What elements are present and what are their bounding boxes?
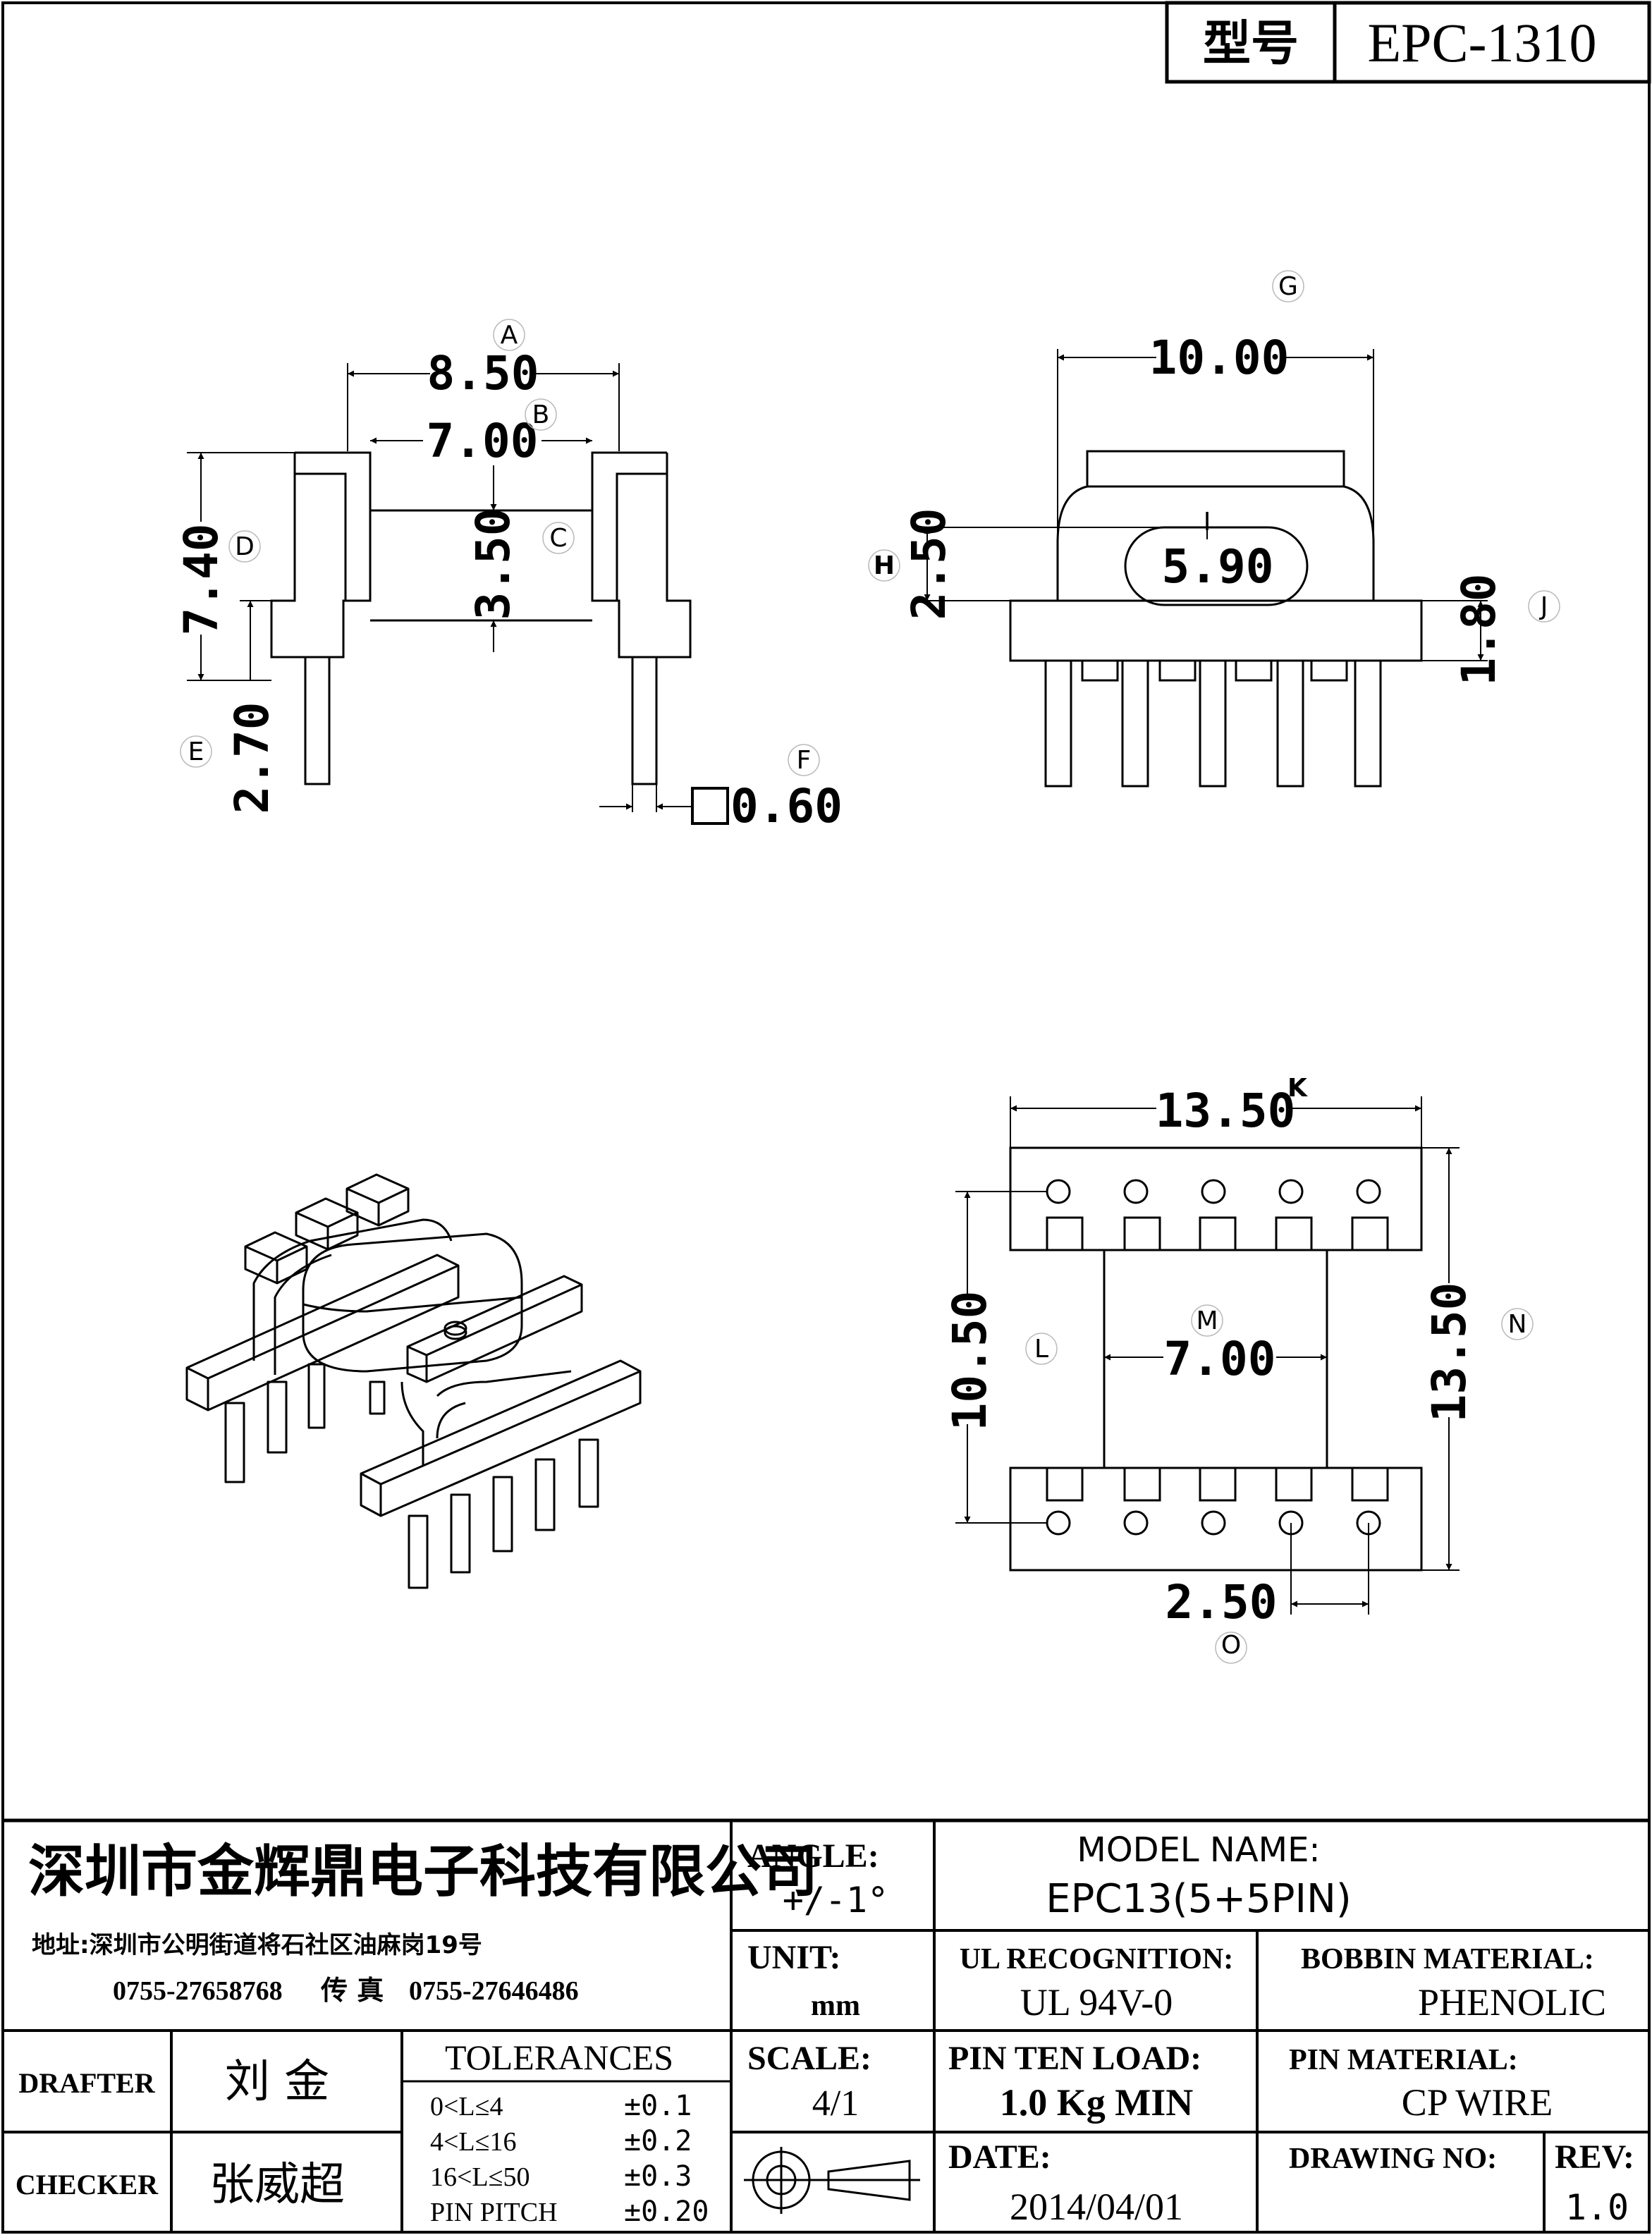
dim-c-tag: C	[549, 524, 567, 553]
tol-value-4: ±0.20	[624, 2196, 709, 2228]
dim-a-value: 8.50	[427, 346, 539, 400]
rev-value: 1.0	[1565, 2187, 1629, 2228]
dim-e-value: 2.70	[225, 702, 279, 814]
dim-g-value: 10.00	[1149, 331, 1290, 385]
dim-j-tag: J	[1539, 592, 1548, 621]
company-phone: 0755-27658768	[113, 1976, 283, 2006]
isometric-view	[185, 1173, 642, 1589]
ul-value: UL 94V-0	[1020, 1981, 1173, 2023]
date-value: 2014/04/01	[1010, 2186, 1183, 2228]
dim-a-tag: A	[501, 321, 518, 350]
model-header-box: 型号 EPC-1310	[1165, 1, 1651, 84]
dim-i-value: 5.90	[1162, 539, 1274, 594]
rev-label: REV:	[1555, 2138, 1634, 2176]
dim-e-tag-circle	[180, 735, 212, 768]
scale-value: 4/1	[812, 2083, 859, 2124]
dim-k-value: 13.50	[1156, 1084, 1296, 1138]
front-view	[270, 451, 692, 785]
tol-range-2: 4<L≤16	[430, 2127, 517, 2157]
pin-material-label: PIN MATERIAL:	[1289, 2044, 1518, 2076]
dim-h-value: 2.50	[902, 508, 956, 620]
dim-d-tag-circle	[228, 530, 261, 563]
dim-i-tag: I	[1204, 508, 1211, 537]
dim-h-tag-circle	[868, 549, 900, 582]
tolerances-label: TOLERANCES	[445, 2038, 673, 2077]
tol-range-3: 16<L≤50	[430, 2162, 530, 2192]
front-view-dimensions	[187, 363, 729, 825]
dim-j-tag-circle	[1528, 590, 1560, 623]
projection-symbol-icon	[744, 2147, 920, 2214]
dim-b-tag: B	[532, 400, 550, 429]
tol-range-1: 0<L≤4	[430, 2092, 503, 2121]
dim-n-value: 13.50	[1422, 1282, 1476, 1423]
model-name-label: MODEL NAME:	[1077, 1830, 1320, 1870]
tol-value-3: ±0.3	[624, 2160, 692, 2193]
ul-label: UL RECOGNITION:	[960, 1943, 1234, 1976]
side-view-dimensions	[924, 349, 1488, 661]
dim-l-value: 10.50	[943, 1291, 997, 1431]
scale-label: SCALE:	[747, 2040, 871, 2077]
dim-m-tag: M	[1196, 1306, 1218, 1335]
company-fax: 0755-27646486	[409, 1976, 579, 2006]
unit-label: UNIT:	[747, 1939, 840, 1976]
dim-c-value: 3.50	[466, 508, 520, 620]
bobbin-material-value: PHENOLIC	[1418, 1981, 1606, 2023]
dim-o-tag-circle	[1215, 1631, 1247, 1664]
dim-o-tag: O	[1221, 1631, 1241, 1660]
model-name-value: EPC13(5+5PIN)	[1046, 1876, 1352, 1922]
dim-h-tag: H	[874, 551, 895, 580]
company-address: 地址:深圳市公明街道将石社区油麻岗19号	[32, 1931, 482, 1959]
company-name: 深圳市金辉鼎电子科技有限公司	[28, 1839, 818, 1904]
checker-label: CHECKER	[16, 2169, 159, 2200]
model-label: 型号	[1203, 16, 1299, 72]
dim-o-value: 2.50	[1165, 1575, 1278, 1629]
pin-ten-load-label: PIN TEN LOAD:	[948, 2040, 1201, 2077]
dim-f-tag-circle	[788, 744, 820, 776]
title-block-grid	[3, 1818, 1649, 2232]
dim-f-tag: F	[797, 746, 812, 775]
fax-label: 传 真	[320, 1975, 384, 2006]
tol-value-2: ±0.2	[624, 2125, 692, 2157]
top-view-dimensions	[955, 1096, 1460, 1615]
dim-n-tag: N	[1508, 1310, 1527, 1339]
drafter-label: DRAFTER	[18, 2067, 155, 2099]
dim-l-tag: L	[1034, 1335, 1048, 1364]
checker-value: 张威超	[209, 2159, 345, 2211]
dim-d-tag: D	[235, 532, 255, 561]
model-value: EPC-1310	[1367, 12, 1596, 73]
dim-g-tag: G	[1278, 272, 1298, 301]
top-view	[1009, 1146, 1423, 1572]
dim-n-tag-circle	[1501, 1308, 1534, 1340]
dim-g-tag-circle	[1272, 270, 1304, 302]
dim-l-tag-circle	[1025, 1333, 1058, 1365]
pin-ten-load-value: 1.0 Kg MIN	[1000, 2081, 1193, 2124]
dim-c-tag-circle	[542, 522, 575, 554]
dim-j-value: 1.80	[1452, 574, 1506, 686]
date-label: DATE:	[948, 2138, 1051, 2176]
dim-f-value: 0.60	[730, 779, 843, 833]
tol-range-4: PIN PITCH	[430, 2198, 558, 2227]
dim-e-tag: E	[188, 737, 204, 766]
dim-m-tag-circle	[1191, 1304, 1223, 1337]
side-view	[1009, 450, 1423, 788]
unit-value: mm	[811, 1990, 860, 2022]
dim-d-value: 7.40	[174, 524, 228, 636]
dim-b-value: 7.00	[427, 414, 539, 468]
angle-value: +/-1°	[783, 1880, 889, 1921]
drafter-value: 刘 金	[225, 2056, 329, 2108]
dim-k-tag: K	[1287, 1074, 1308, 1103]
dim-a-tag-circle	[493, 319, 525, 351]
angle-label: ANGLE:	[747, 1837, 879, 1875]
dim-b-tag-circle	[525, 398, 557, 431]
dim-m-value: 7.00	[1164, 1332, 1276, 1386]
bobbin-material-label: BOBBIN MATERIAL:	[1301, 1943, 1594, 1976]
tol-value-1: ±0.1	[624, 2090, 692, 2122]
drawing-no-label: DRAWING NO:	[1289, 2143, 1497, 2175]
pin-material-value: CP WIRE	[1402, 2081, 1553, 2124]
